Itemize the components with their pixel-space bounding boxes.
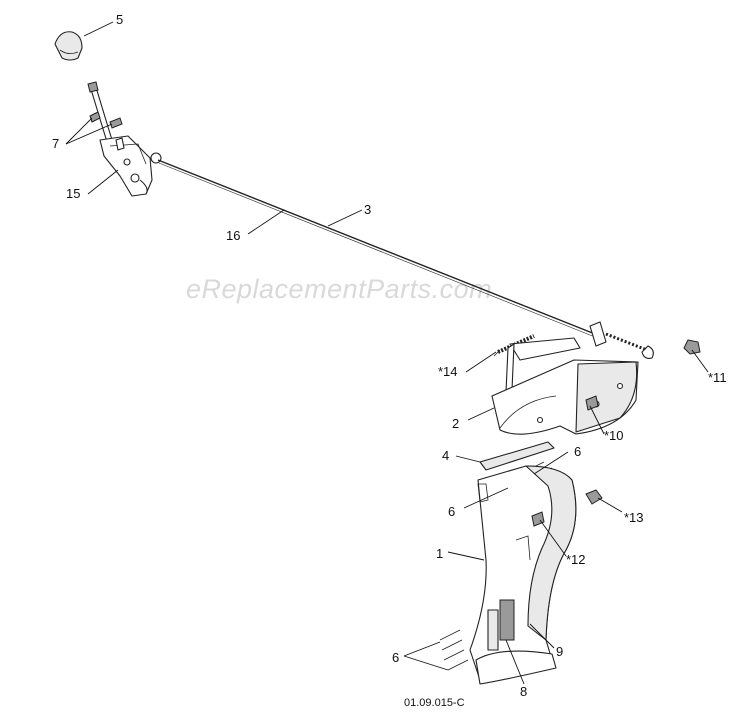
callout-16: 16 <box>226 228 240 243</box>
callout-3: 3 <box>364 202 371 217</box>
part-4-plate[interactable] <box>479 441 555 471</box>
callout-4: 4 <box>442 448 449 463</box>
callout-2: 2 <box>452 416 459 431</box>
callout-7: 7 <box>52 136 59 151</box>
part-3-shift-rod[interactable] <box>157 159 601 340</box>
callout-13: *13 <box>624 510 644 525</box>
part-15-shift-lever[interactable] <box>87 81 162 197</box>
callout-14: *14 <box>438 364 458 379</box>
callout-6-upper: 6 <box>574 444 581 459</box>
part-6-lower-fasteners[interactable] <box>439 629 469 671</box>
callout-6-lower: 6 <box>392 650 399 665</box>
callout-15: 15 <box>66 186 80 201</box>
leader-lines <box>65 21 709 685</box>
part-5-knob[interactable] <box>54 31 83 61</box>
callout-6-middle: 6 <box>448 504 455 519</box>
watermark-text: eReplacementParts.com <box>186 274 492 304</box>
part-14-spring[interactable] <box>493 334 535 357</box>
part-10-bolt[interactable] <box>585 395 599 411</box>
callout-10: *10 <box>604 428 624 443</box>
part-11-nut[interactable] <box>683 339 701 355</box>
part-1-lower-chute[interactable] <box>469 465 577 685</box>
callout-5: 5 <box>116 12 123 27</box>
drawing-number: 01.09.015-C <box>404 697 465 709</box>
rod-end-spring[interactable] <box>589 321 654 359</box>
callout-11: *11 <box>708 370 727 385</box>
callout-12: *12 <box>566 552 586 567</box>
callout-8: 8 <box>520 684 527 699</box>
callout-1: 1 <box>436 546 443 561</box>
part-2-deflector[interactable] <box>491 337 639 435</box>
part-7-clips[interactable] <box>89 111 123 129</box>
part-12-bolt[interactable] <box>531 511 545 527</box>
callout-9: 9 <box>556 644 563 659</box>
part-13-nut[interactable] <box>585 489 603 505</box>
